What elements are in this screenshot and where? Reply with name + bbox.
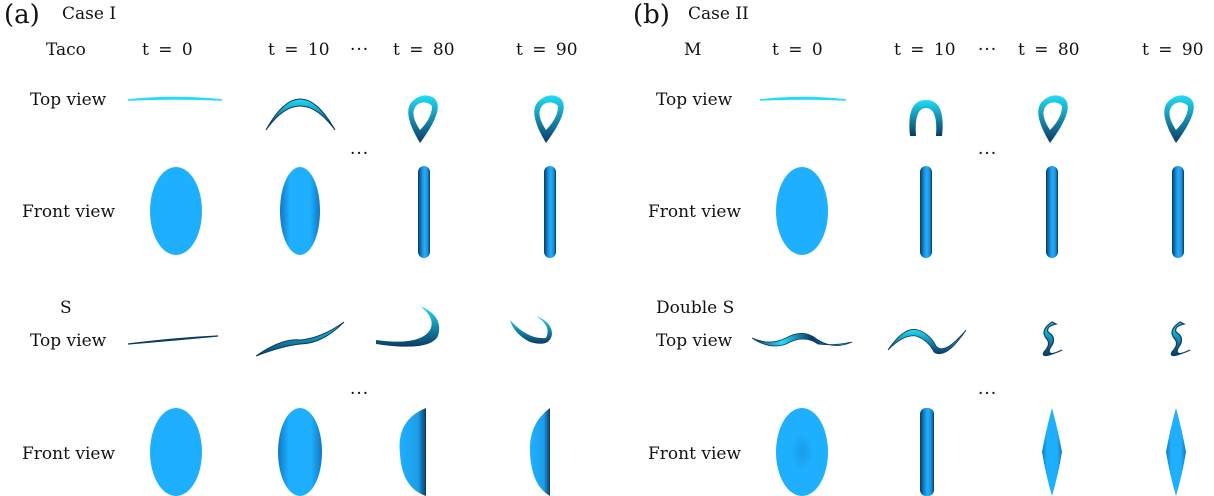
panel-b-m-front-view-label: Front view [648,202,741,222]
taco-top-t90 [534,95,564,143]
ds-top-t80 [1042,321,1063,357]
panel-b-shape1-label: M [684,40,702,60]
s-front-t80 [399,408,426,496]
m-top-t10 [909,100,943,136]
s-top-t90 [510,316,552,344]
ds-front-t80 [1042,408,1062,496]
panel-a-shape1-label: Taco [46,40,86,60]
taco-top-t10 [265,98,336,131]
panel-b-m-top-view-label: Top view [656,90,733,110]
s-front-t90 [529,408,550,496]
m-front-t80 [1046,166,1058,258]
taco-front-t80 [418,166,430,258]
panel-b-letter: (b) [633,0,670,30]
panel-a-header-ellipsis: ··· [350,40,370,60]
panel-b-ds-row-ellipsis: ··· [978,384,998,404]
ds-front-t90 [1166,408,1186,496]
panel-a-taco-front-view-label: Front view [22,202,115,222]
taco-top-t80 [408,95,438,143]
ds-top-t10 [887,329,967,355]
panel-a-shape2-label: S [60,298,72,318]
m-top-t90 [1164,95,1194,143]
m-top-t0 [759,96,847,101]
panel-b-shape2-label: Double S [656,298,735,318]
panel-a-s-top-view-label: Top view [30,331,107,351]
panel-a-time-0: t = 0 [142,40,193,60]
panel-b-header-ellipsis: ··· [978,40,998,60]
panel-b-time-10: t = 10 [894,40,956,60]
taco-front-t10 [280,167,320,255]
s-top-t80 [376,306,440,347]
m-front-t0 [776,167,828,255]
panel-a-letter: (a) [4,0,40,30]
panel-a-taco-row-ellipsis: ··· [350,144,370,164]
panel-a-time-10: t = 10 [268,40,330,60]
taco-top-t0 [127,96,223,101]
panel-a-s-row-ellipsis: ··· [350,384,370,404]
ds-front-t10 [920,408,934,496]
panel-a-time-90: t = 90 [516,40,578,60]
s-front-t10 [278,408,322,496]
m-top-t80 [1038,95,1068,143]
panel-b-ds-top-view-label: Top view [656,331,733,351]
ds-front-t0 [776,408,828,496]
m-front-t10 [920,166,932,258]
panel-b-time-80: t = 80 [1018,40,1080,60]
m-front-t90 [1172,166,1184,258]
panel-a-case-title: Case I [62,4,117,24]
panel-b-ds-front-view-label: Front view [648,444,741,464]
ds-top-t90 [1170,321,1191,357]
ds-top-t0 [751,333,853,347]
panel-a-taco-top-view-label: Top view [30,90,107,110]
panel-a-time-80: t = 80 [393,40,455,60]
panel-b-time-90: t = 90 [1142,40,1204,60]
panel-a-s-front-view-label: Front view [22,444,115,464]
taco-front-t90 [544,166,556,258]
panel-b-case-title: Case II [688,4,749,24]
panel-b-m-row-ellipsis: ··· [978,144,998,164]
s-front-t0 [150,408,202,496]
s-top-t0 [127,335,219,345]
taco-front-t0 [150,167,202,255]
s-top-t10 [255,321,345,357]
panel-b-time-0: t = 0 [772,40,823,60]
